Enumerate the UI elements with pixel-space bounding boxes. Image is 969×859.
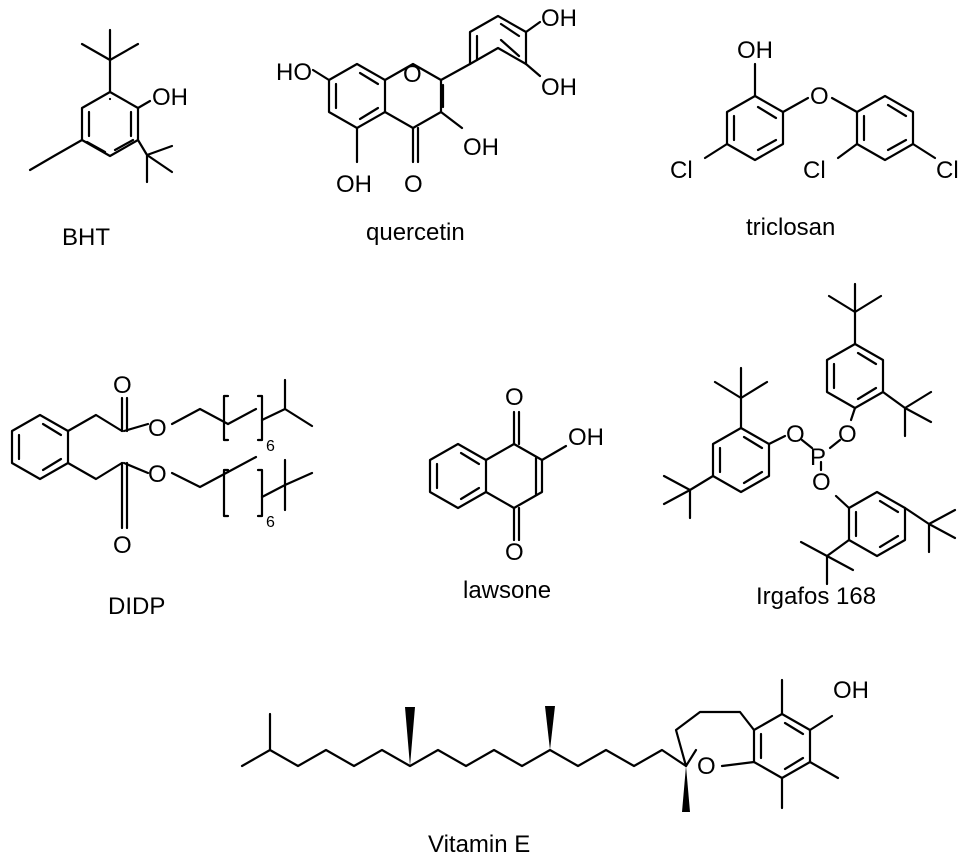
didp-subscript-bot: 6 [266,514,275,531]
didp-ester-o-bot-label: O [148,461,167,488]
lawsone-o-bot-label: O [505,539,524,566]
irgafos-name: Irgafos 168 [756,583,876,610]
irgafos-structure: O P O O Irgafos 168 [662,282,957,610]
didp-carbonyl-o-bot-label: O [113,532,132,559]
didp-name: DIDP [108,593,165,620]
bht-name: BHT [62,224,110,251]
quercetin-oh-mid-label: OH [541,74,577,101]
irgafos-o3-label: O [812,469,831,496]
vitamin-e-ring-o-label: O [697,753,716,780]
triclosan-cl-mid-label: Cl [803,157,826,184]
quercetin-structure: HO O OH OH OH OH O quercetin [276,5,577,246]
vitamin-e-structure: O OH Vitamin E [240,677,869,858]
bht-oh-label: OH [152,84,188,111]
bht-structure: OH BHT [28,28,188,251]
didp-ester-o-top-label: O [148,415,167,442]
triclosan-name: triclosan [746,214,835,241]
irgafos-o1-label: O [786,421,805,448]
didp-subscript-top: 6 [266,438,275,455]
triclosan-ether-o-label: O [810,83,829,110]
lawsone-name: lawsone [463,577,551,604]
lawsone-o-top-label: O [505,384,524,411]
lawsone-structure: O OH O lawsone [428,384,604,604]
vitamin-e-oh-label: OH [833,677,869,704]
quercetin-oh5-label: OH [336,171,372,198]
quercetin-name: quercetin [366,219,465,246]
quercetin-ring-o-label: O [403,61,422,88]
irgafos-o2-label: O [838,421,857,448]
vitamin-e-name: Vitamin E [428,831,530,858]
didp-structure: O O O O 6 6 DIDP [10,372,314,620]
lawsone-oh-label: OH [568,424,604,451]
didp-carbonyl-o-top-label: O [113,372,132,399]
quercetin-keto-o-label: O [404,171,423,198]
quercetin-ho-label: HO [276,59,312,86]
triclosan-cl-right-label: Cl [936,157,959,184]
quercetin-oh3-label: OH [463,134,499,161]
quercetin-oh-top-label: OH [541,5,577,32]
triclosan-structure: OH O Cl Cl Cl triclosan [670,37,959,241]
irgafos-p-label: P [810,444,826,471]
triclosan-oh-label: OH [737,37,773,64]
triclosan-cl-left-label: Cl [670,157,693,184]
